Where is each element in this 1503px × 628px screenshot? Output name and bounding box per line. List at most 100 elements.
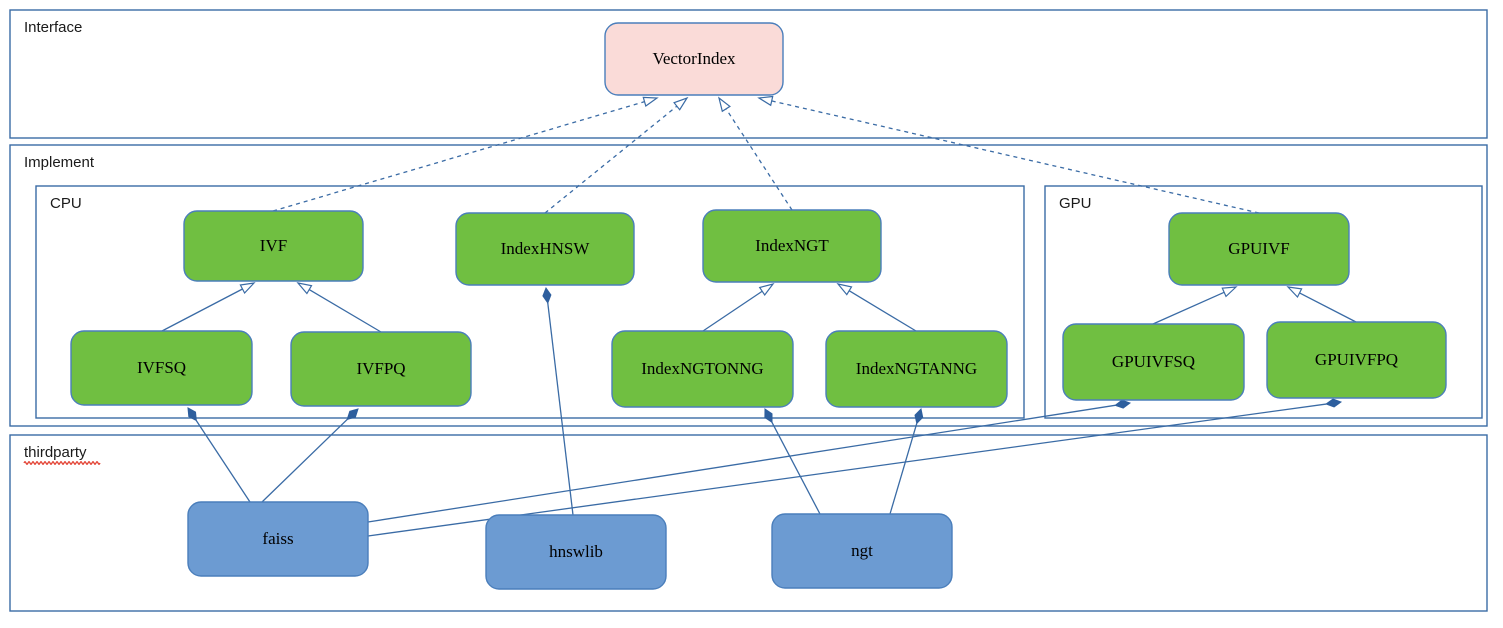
- node-label-gpuivfpq: GPUIVFPQ: [1315, 350, 1398, 369]
- spellcheck-underline-icon: [23, 461, 101, 465]
- edge-ivfsq-extends-ivf: [161, 282, 256, 332]
- node-label-ivfsq: IVFSQ: [137, 358, 186, 377]
- composition-diamond-icon: [187, 407, 197, 422]
- inheritance-triangle-icon: [758, 282, 775, 297]
- node-box-vectorindex[interactable]: [604, 22, 784, 96]
- edge-line-ngtanng-extends-indexngt: [848, 290, 917, 332]
- node-gpuivf[interactable]: GPUIVF: [1168, 212, 1350, 286]
- edge-line-ivfsq-extends-ivf: [161, 288, 243, 332]
- edge-faiss-composes-gpuivfsq: [367, 399, 1132, 523]
- edge-line-gpuivfsq-extends-gpuivf: [1152, 291, 1225, 325]
- node-indexngt[interactable]: IndexNGT: [702, 209, 882, 283]
- node-label-faiss: faiss: [262, 529, 293, 548]
- edge-line-faiss-composes-gpuivfpq: [367, 403, 1327, 537]
- node-gpuivfsq[interactable]: GPUIVFSQ: [1062, 323, 1245, 401]
- edge-ngt-composes-indexngtanng: [889, 407, 924, 515]
- node-box-hnswlib[interactable]: [485, 514, 667, 590]
- edge-gpuivfsq-extends-gpuivf: [1152, 286, 1238, 325]
- node-hnswlib[interactable]: hnswlib: [485, 514, 667, 590]
- edge-gpuivf-realizes-vectorindex: [757, 95, 1260, 214]
- inheritance-triangle-icon: [673, 96, 689, 111]
- node-label-gpuivf: GPUIVF: [1228, 239, 1289, 258]
- edge-line-ivf-realizes-vectorindex: [272, 101, 645, 212]
- node-label-vectorindex: VectorIndex: [652, 49, 736, 68]
- edge-ngtonng-extends-indexngt: [702, 282, 775, 332]
- inheritance-triangle-icon: [239, 282, 256, 295]
- group-label-gpu: GPU: [1059, 195, 1092, 212]
- composition-diamond-icon: [1325, 398, 1343, 408]
- node-box-indexngt[interactable]: [702, 209, 882, 283]
- node-box-indexngtonng[interactable]: [611, 330, 794, 408]
- node-indexngtonng[interactable]: IndexNGTONNG: [611, 330, 794, 408]
- node-label-ivf: IVF: [260, 236, 287, 255]
- inheritance-triangle-icon: [1221, 286, 1238, 298]
- node-indexhnsw[interactable]: IndexHNSW: [455, 212, 635, 286]
- node-ivf[interactable]: IVF: [183, 210, 364, 282]
- edge-line-hnswlib-composes-indexhnsw: [547, 302, 574, 516]
- edge-line-gpuivf-realizes-vectorindex: [771, 100, 1260, 214]
- edge-line-gpuivfpq-extends-gpuivf: [1299, 292, 1357, 323]
- node-box-ngt[interactable]: [771, 513, 953, 589]
- group-label-cpu: CPU: [50, 195, 82, 212]
- node-box-ivfpq[interactable]: [290, 331, 472, 407]
- node-ngt[interactable]: ngt: [771, 513, 953, 589]
- node-indexngtanng[interactable]: IndexNGTANNG: [825, 330, 1008, 408]
- node-box-ivf[interactable]: [183, 210, 364, 282]
- node-ivfsq[interactable]: IVFSQ: [70, 330, 253, 406]
- edge-hnswlib-composes-indexhnsw: [542, 286, 574, 516]
- node-faiss[interactable]: faiss: [187, 501, 369, 577]
- edge-line-ngt-composes-indexngtonng: [771, 421, 821, 515]
- edge-indexngt-realizes-vectorindex: [718, 96, 793, 211]
- node-label-indexngtonng: IndexNGTONNG: [641, 359, 763, 378]
- inheritance-triangle-icon: [757, 95, 774, 107]
- node-label-hnswlib: hnswlib: [549, 542, 603, 561]
- edge-line-faiss-composes-ivfsq: [195, 420, 251, 503]
- group-label-implement: Implement: [24, 154, 95, 171]
- node-box-gpuivf[interactable]: [1168, 212, 1350, 286]
- edge-ngt-composes-indexngtonng: [764, 408, 821, 515]
- edge-line-ngt-composes-indexngtanng: [889, 423, 918, 515]
- composition-diamond-icon: [542, 286, 552, 304]
- edge-line-faiss-composes-gpuivfsq: [367, 404, 1116, 523]
- node-box-ivfsq[interactable]: [70, 330, 253, 406]
- edges-layer: [161, 95, 1357, 537]
- group-label-interface: Interface: [24, 19, 82, 36]
- node-gpuivfpq[interactable]: GPUIVFPQ: [1266, 321, 1447, 399]
- inheritance-triangle-icon: [718, 96, 731, 113]
- composition-diamond-icon: [914, 407, 924, 425]
- node-label-gpuivfsq: GPUIVFSQ: [1112, 352, 1195, 371]
- inheritance-triangle-icon: [642, 96, 659, 107]
- group-label-thirdparty: thirdparty: [24, 444, 87, 461]
- composition-diamond-icon: [764, 408, 773, 424]
- edge-line-ngtonng-extends-indexngt: [702, 290, 763, 332]
- edge-ivfpq-extends-ivf: [296, 282, 382, 333]
- inheritance-triangle-icon: [836, 283, 853, 296]
- edge-ivf-realizes-vectorindex: [272, 96, 659, 212]
- node-ivfpq[interactable]: IVFPQ: [290, 331, 472, 407]
- edge-indexhnsw-realizes-vectorindex: [544, 96, 689, 214]
- node-vectorindex[interactable]: VectorIndex: [604, 22, 784, 96]
- node-box-faiss[interactable]: [187, 501, 369, 577]
- node-label-ngt: ngt: [851, 541, 873, 560]
- node-label-indexngtanng: IndexNGTANNG: [856, 359, 977, 378]
- edge-line-faiss-composes-ivfpq: [261, 418, 348, 503]
- node-box-indexngtanng[interactable]: [825, 330, 1008, 408]
- node-label-indexngt: IndexNGT: [755, 236, 829, 255]
- node-box-gpuivfsq[interactable]: [1062, 323, 1245, 401]
- composition-diamond-icon: [346, 408, 359, 421]
- node-box-indexhnsw[interactable]: [455, 212, 635, 286]
- edge-faiss-composes-ivfpq: [261, 408, 359, 503]
- inheritance-triangle-icon: [1286, 286, 1303, 299]
- edge-faiss-composes-gpuivfpq: [367, 398, 1343, 537]
- node-label-ivfpq: IVFPQ: [356, 359, 405, 378]
- node-box-gpuivfpq[interactable]: [1266, 321, 1447, 399]
- node-label-indexhnsw: IndexHNSW: [501, 239, 591, 258]
- edge-faiss-composes-ivfsq: [187, 407, 251, 503]
- composition-diamond-icon: [1114, 399, 1132, 409]
- inheritance-triangle-icon: [296, 282, 313, 295]
- edge-line-ivfpq-extends-ivf: [308, 289, 382, 333]
- edge-ngtanng-extends-indexngt: [836, 283, 917, 332]
